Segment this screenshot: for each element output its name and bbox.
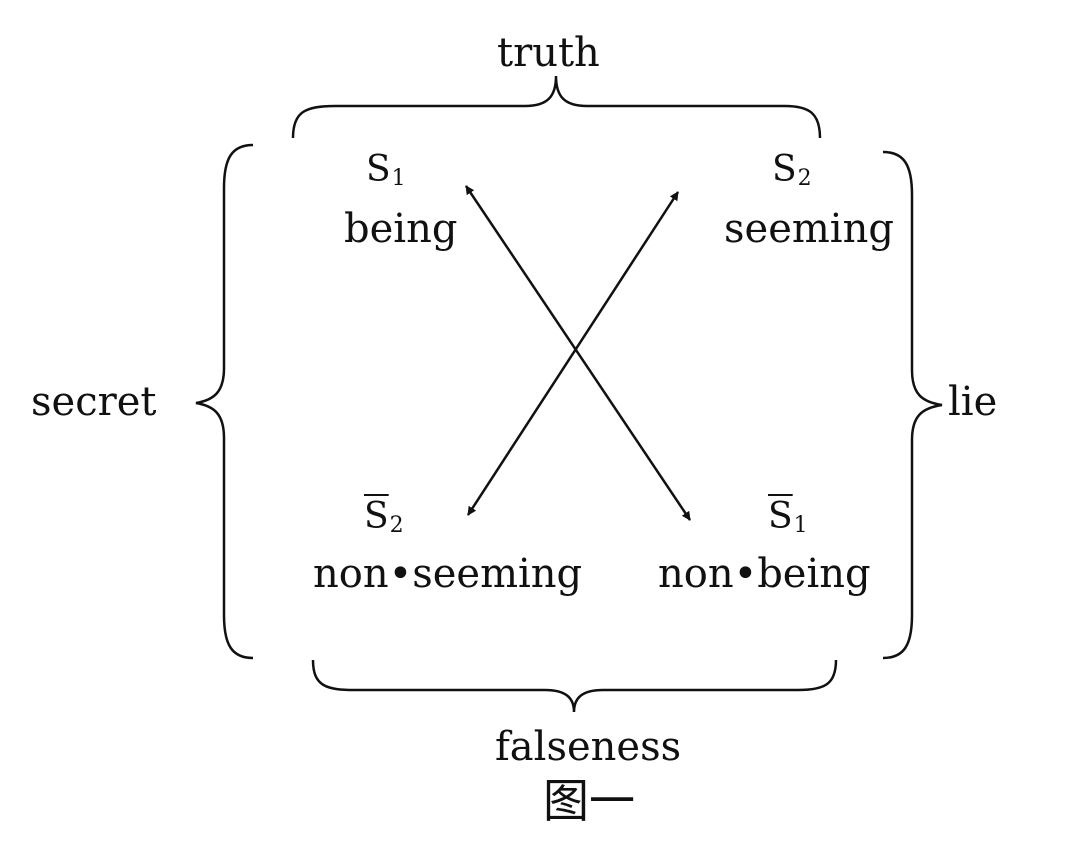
term-being: being: [344, 206, 458, 252]
left-brace: [195, 143, 254, 660]
symbol-s1-negated: S1: [768, 496, 808, 538]
symbol-s1: S1: [366, 149, 406, 191]
top-brace: [291, 75, 822, 139]
label-truth: truth: [497, 30, 600, 76]
symbol-s2-negated: S2: [364, 496, 404, 538]
arrow-seeming-to-non-seeming: [466, 191, 680, 516]
label-lie: lie: [948, 379, 998, 425]
symbol-s2: S2: [772, 149, 812, 191]
term-non-being: non•being: [658, 551, 871, 597]
arrow-being-to-non-being: [464, 185, 692, 521]
right-brace: [882, 150, 943, 660]
bottom-brace: [311, 659, 838, 713]
label-secret: secret: [31, 379, 157, 425]
term-seeming: seeming: [724, 206, 894, 252]
figure-caption: 图一: [543, 774, 635, 828]
label-falseness: falseness: [495, 724, 682, 770]
term-non-seeming: non•seeming: [313, 551, 583, 597]
